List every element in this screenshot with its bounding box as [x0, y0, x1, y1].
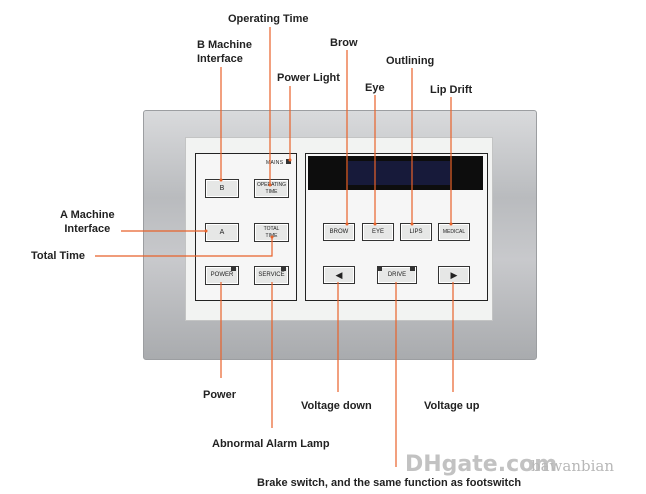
- service-alarm-indicator: [281, 266, 286, 271]
- power-button-indicator: [231, 266, 236, 271]
- drive-indicator-right: [410, 266, 415, 271]
- drive-button[interactable]: DRIVE: [377, 266, 417, 284]
- power-light-indicator: [286, 159, 291, 164]
- voltage-down-button[interactable]: ◀: [323, 266, 355, 284]
- dot-a-interface: [204, 229, 208, 233]
- dot-eye: [373, 222, 377, 226]
- label-voltage-down: Voltage down: [301, 400, 372, 412]
- label-eye: Eye: [365, 82, 385, 94]
- medical-button[interactable]: MEDICAL: [438, 223, 470, 241]
- label-voltage-up: Voltage up: [424, 400, 480, 412]
- dot-lip-drift: [449, 222, 453, 226]
- dot-total-time: [270, 235, 274, 239]
- a-interface-button[interactable]: A: [205, 223, 239, 242]
- lips-button[interactable]: LIPS: [400, 223, 432, 241]
- dot-brow: [345, 222, 349, 226]
- brow-button[interactable]: BROW: [323, 223, 355, 241]
- label-power-light: Power Light: [277, 72, 340, 84]
- drive-indicator-left: [377, 266, 382, 271]
- watermark-seller: bawanbian: [531, 457, 614, 475]
- label-a-machine-interface: A Machine Interface: [60, 209, 115, 235]
- label-operating-time: Operating Time: [228, 13, 309, 25]
- dot-outlining: [410, 222, 414, 226]
- mains-label: MAINS: [266, 160, 284, 166]
- label-brake-switch: Brake switch, and the same function as f…: [257, 477, 522, 489]
- label-brow: Brow: [330, 37, 358, 49]
- label-b-machine-interface: B Machine Interface: [197, 39, 253, 65]
- eye-button[interactable]: EYE: [362, 223, 394, 241]
- label-outlining: Outlining: [386, 55, 435, 67]
- operating-time-button[interactable]: OPERATING TIME: [254, 179, 289, 198]
- dot-operating-time: [268, 183, 272, 187]
- power-button[interactable]: POWER: [205, 266, 239, 285]
- display-readout: [348, 161, 450, 185]
- voltage-up-button[interactable]: ▶: [438, 266, 470, 284]
- label-abnormal-alarm-lamp: Abnormal Alarm Lamp: [212, 438, 330, 450]
- dot-power-light: [288, 158, 292, 162]
- label-total-time: Total Time: [31, 250, 85, 262]
- dot-b-interface: [219, 178, 223, 182]
- label-lip-drift: Lip Drift: [430, 84, 473, 96]
- leader-total-time: [95, 237, 273, 257]
- watermark-logo: DHgate.com: [405, 452, 558, 477]
- b-interface-button[interactable]: B: [205, 179, 239, 198]
- label-power: Power: [203, 389, 237, 401]
